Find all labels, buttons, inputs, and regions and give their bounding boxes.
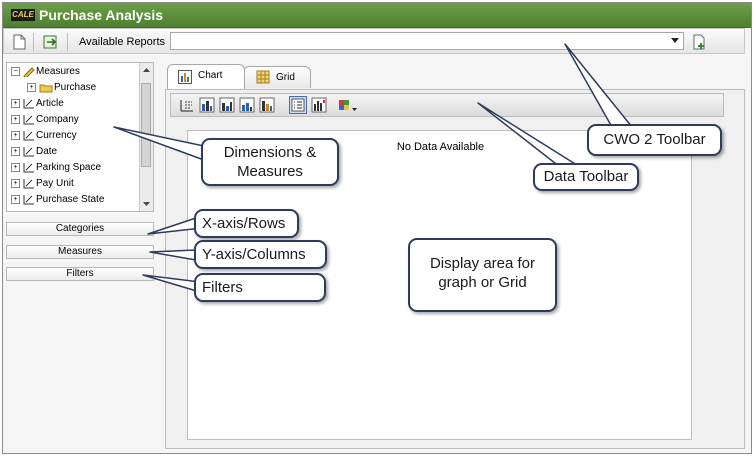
tree-item-label: Date (36, 146, 58, 157)
expand-icon[interactable]: + (11, 178, 20, 188)
tree-item-label: Purchase State (36, 194, 105, 205)
stacked-bar-icon[interactable] (219, 97, 235, 113)
chart-icon (178, 70, 192, 93)
app-title: Purchase Analysis (39, 7, 163, 23)
dimension-icon (23, 98, 35, 109)
available-reports-label: Available Reports (79, 36, 166, 48)
expand-icon[interactable]: + (11, 130, 20, 140)
categories-drop-zone[interactable]: Categories (6, 222, 154, 236)
expand-icon[interactable]: + (27, 82, 36, 92)
toolbar-divider (67, 33, 68, 51)
export-icon[interactable] (42, 33, 60, 51)
callout-filters: Filters (194, 273, 326, 302)
callout-data-toolbar: Data Toolbar (533, 163, 639, 191)
expand-icon[interactable]: + (11, 114, 20, 124)
callout-y-axis: Y-axis/Columns (194, 240, 327, 269)
axis-swap-icon[interactable] (179, 97, 195, 113)
legend-icon[interactable] (289, 96, 307, 114)
app-logo: CALE (11, 9, 35, 21)
tab-chart-label: Chart (198, 70, 223, 81)
tree-item-label: Pay Unit (36, 178, 74, 189)
measures-icon (23, 66, 35, 79)
scrollbar-thumb[interactable] (141, 83, 151, 167)
dimension-icon (23, 114, 35, 125)
grid-icon (256, 70, 270, 93)
dimension-icon (23, 194, 35, 205)
tab-chart[interactable]: Chart (167, 64, 245, 89)
expand-icon[interactable]: + (11, 98, 20, 108)
dimension-icon (23, 178, 35, 189)
tree-scrollbar[interactable] (139, 63, 153, 211)
tab-grid[interactable]: Grid (243, 66, 311, 88)
measures-drop-zone[interactable]: Measures (6, 245, 154, 259)
tree-item-company[interactable]: + Company (7, 112, 79, 128)
tab-grid-label: Grid (276, 72, 295, 83)
chevron-down-icon[interactable] (671, 38, 679, 43)
tree-item-purchase[interactable]: + Purchase (23, 80, 96, 96)
tree-item-label: Parking Space (36, 162, 102, 173)
expand-icon[interactable]: + (11, 146, 20, 156)
callout-display-area: Display area for graph or Grid (408, 238, 557, 312)
expand-icon[interactable]: + (11, 162, 20, 172)
tree-item-label: Purchase (54, 82, 97, 93)
add-report-icon[interactable] (690, 33, 708, 51)
title-bar: CALE Purchase Analysis (3, 3, 751, 28)
tree-item-purchase-state[interactable]: + Purchase State (7, 192, 104, 208)
chart-options-icon[interactable] (311, 97, 327, 113)
cwo-toolbar: Available Reports (3, 28, 745, 54)
data-toolbar (170, 93, 724, 117)
tree-item-pay-unit[interactable]: + Pay Unit (7, 176, 74, 192)
tree-item-measures[interactable]: − Measures (7, 64, 80, 80)
available-reports-select[interactable] (170, 32, 684, 50)
folder-icon (39, 82, 53, 93)
tree-item-label: Measures (36, 66, 80, 77)
dimension-icon (23, 130, 35, 141)
column-stack-icon[interactable] (259, 97, 275, 113)
tree-item-label: Company (36, 114, 79, 125)
callout-dimensions-measures: Dimensions & Measures (201, 138, 339, 186)
palette-icon[interactable] (337, 97, 361, 113)
no-data-message: No Data Available (396, 141, 485, 153)
tree-item-date[interactable]: + Date (7, 144, 57, 160)
dimensions-measures-tree: −Measures +Purchase +Article +Company +C… (6, 62, 154, 212)
expand-icon[interactable]: + (11, 194, 20, 204)
bar-chart-icon[interactable] (199, 97, 215, 113)
filters-drop-zone[interactable]: Filters (6, 267, 154, 281)
column-chart-icon[interactable] (239, 97, 255, 113)
dimension-icon (23, 162, 35, 173)
callout-cwo-toolbar: CWO 2 Toolbar (587, 124, 722, 156)
tree-item-label: Currency (36, 130, 77, 141)
tree-item-parking-space[interactable]: + Parking Space (7, 160, 101, 176)
toolbar-divider (33, 33, 34, 51)
tree-item-article[interactable]: + Article (7, 96, 64, 112)
dimension-icon (23, 146, 35, 157)
tree-item-label: Article (36, 98, 64, 109)
tree-item-currency[interactable]: + Currency (7, 128, 77, 144)
new-document-icon[interactable] (10, 33, 28, 51)
collapse-icon[interactable]: − (11, 66, 20, 76)
callout-x-axis: X-axis/Rows (194, 209, 299, 238)
